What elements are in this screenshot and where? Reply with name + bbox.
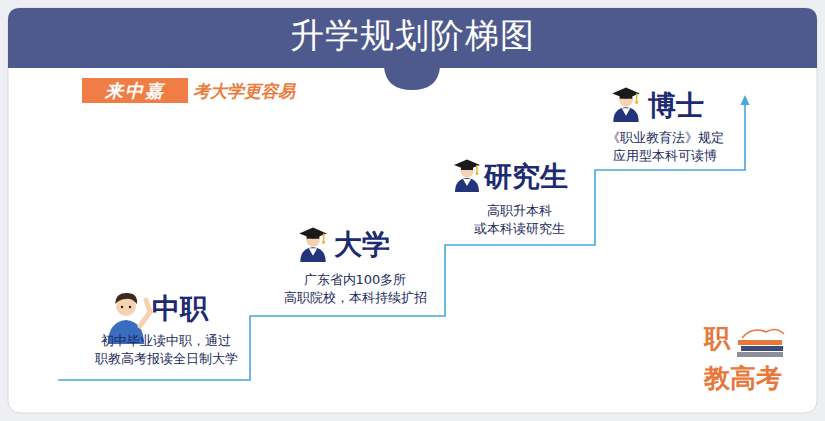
step-heading: 大学 [334, 228, 390, 262]
staircase-line [58, 104, 745, 380]
step-description: 初中毕业读中职，通过 职教高考报读全日制大学 [86, 332, 246, 368]
arrow-head [741, 95, 750, 105]
books-icon [737, 329, 784, 357]
graduate-icon [454, 160, 480, 193]
card-background [8, 8, 817, 413]
step-heading: 研究生 [484, 160, 568, 194]
label-box: 来中嘉 [82, 78, 188, 103]
step-heading: 中职 [152, 292, 208, 326]
graduate-icon [612, 88, 640, 122]
banner-tab [384, 67, 440, 90]
step-description: 《职业教育法》规定 应用型本科可读博 [594, 129, 736, 165]
box-text: 来中嘉 [105, 79, 165, 103]
logo-text: 职 教高考 [704, 318, 796, 398]
step-description: 广东省内100多所 高职院校，本科持续扩招 [277, 271, 433, 307]
diagram-title: 升学规划阶梯图 [0, 14, 825, 56]
graduate-icon [299, 228, 327, 262]
step-description: 高职升本科 或本科读研究生 [463, 202, 575, 238]
step-heading: 博士 [648, 89, 704, 123]
slogan-text: 考大学更容易 [193, 79, 295, 103]
